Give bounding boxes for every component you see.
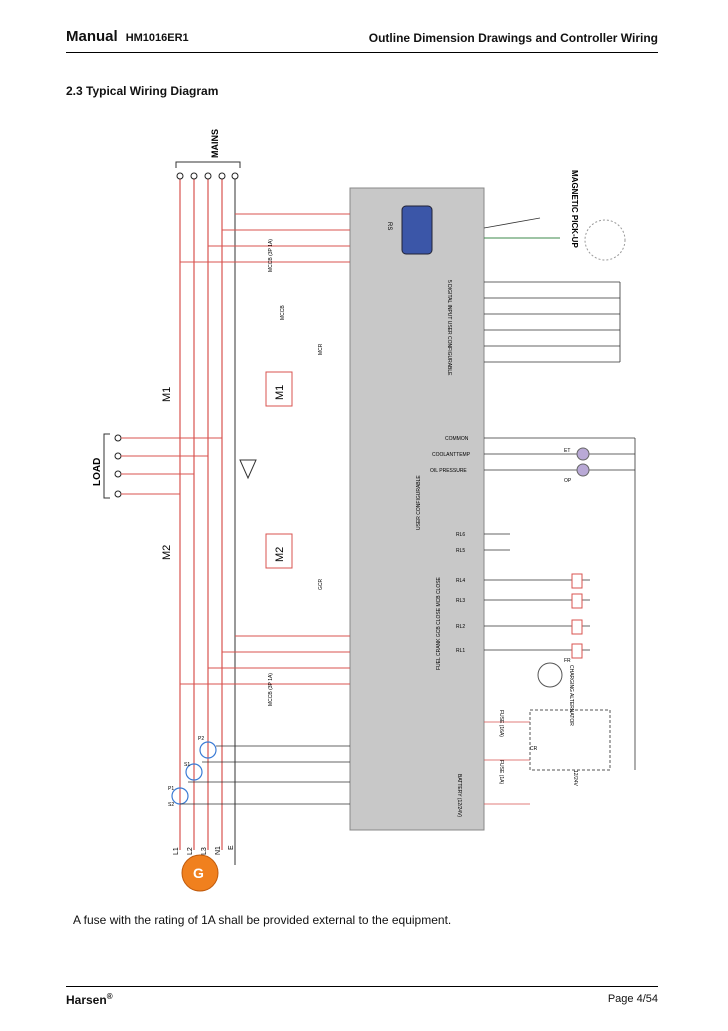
header-section: Outline Dimension Drawings and Controlle… <box>368 31 658 45</box>
mains-sense-wires <box>180 213 350 263</box>
ct-s1: S1 <box>184 762 190 768</box>
rl3-label: RL3 <box>456 598 465 604</box>
charging-alt-label: CHARGING ALTERNATOR <box>568 665 574 726</box>
charging-alternator <box>537 662 563 688</box>
voltage-label: 12/24V <box>572 770 578 787</box>
coolant-label: COOLANTTEMP <box>432 452 471 458</box>
mains-label: MAINS <box>210 129 220 158</box>
generator-symbol <box>181 854 219 892</box>
label-l1: L1 <box>173 847 180 855</box>
m1-label: M1 <box>274 385 286 400</box>
m1-coil <box>265 371 293 407</box>
header-model: HM1016ER1 <box>125 32 189 44</box>
m2-main-label: M2 <box>161 545 173 560</box>
rl1-label: RL1 <box>456 648 465 654</box>
header-title: Manual HM1016ER1 <box>66 28 189 46</box>
wiring-diagram: RS MAINS MCCB (3P 1A) M1 M1 MCCB MCR LOA… <box>92 129 636 892</box>
battery-label: BATTERY (12/24V) <box>456 774 462 817</box>
rl4-label: RL4 <box>456 578 465 584</box>
mccb-bottom-label: MCCB (3P 1A) <box>268 673 274 706</box>
label-l2: L2 <box>187 847 194 855</box>
ct-p2: P2 <box>198 736 204 742</box>
label-e: E <box>228 845 235 850</box>
mains-terminals <box>176 172 239 180</box>
et-label: ET <box>564 448 570 454</box>
ct-p1: P1 <box>168 786 174 792</box>
m2-coil <box>265 533 293 569</box>
rs-label: RS <box>386 222 392 230</box>
mccb-mid-label: MCCB <box>280 305 286 320</box>
battery-wires <box>484 721 530 805</box>
op-label: OP <box>564 478 572 484</box>
oil-label: OIL PRESSURE <box>430 468 467 474</box>
digital-input-wires <box>484 281 621 363</box>
fr-label: FR <box>564 658 571 664</box>
relay-coils <box>571 573 583 659</box>
generator-label: G <box>193 865 204 881</box>
op-sensor <box>576 463 590 477</box>
rl6-label: RL6 <box>456 532 465 538</box>
interlock-triangle <box>239 459 257 480</box>
engine-dashed-box <box>529 709 611 771</box>
rl5-label: RL5 <box>456 548 465 554</box>
m1-main-label: M1 <box>161 387 173 402</box>
m2-label: M2 <box>274 547 286 562</box>
header-manual: Manual <box>66 28 118 45</box>
gcr-label: GCR <box>318 579 324 591</box>
digital-input-label: 5 DIGITAL INPUT USER CONFIGURABLE <box>446 280 452 376</box>
mcr-label: MCR <box>318 343 324 355</box>
mccb-top-label: MCCB (3P 1A) <box>268 239 274 272</box>
page-number: Page 4/54 <box>607 993 658 1005</box>
brand-name: Harsen <box>66 993 107 1007</box>
controller-box <box>349 187 485 831</box>
page-footer: Harsen® Page 4/54 <box>66 986 658 1007</box>
cr-label: CR <box>530 746 538 752</box>
fuse-1a-label: FUSE (1A) <box>498 760 504 785</box>
label-n1: N1 <box>215 846 222 855</box>
phase-wires <box>179 176 223 850</box>
load-terminals <box>114 434 122 498</box>
rl2-label: RL2 <box>456 624 465 630</box>
load-label: LOAD <box>92 458 103 486</box>
relay-names-label: FUEL CRANK GCB CLOSE MCB CLOSE <box>436 576 442 670</box>
ct-s2: S2 <box>168 802 174 808</box>
page-header: Manual HM1016ER1 Outline Dimension Drawin… <box>66 28 658 53</box>
brand-reg: ® <box>106 992 113 1001</box>
common-label: COMMON <box>445 436 469 442</box>
footer-brand: Harsen® <box>66 992 113 1007</box>
fuse-16a-label: FUSE (16A) <box>498 710 504 737</box>
magnetic-pickup-label: MAGNETIC PICK-UP <box>570 170 579 248</box>
label-l3: L3 <box>201 847 208 855</box>
user-configurable-label: USER CONFIGURABLE <box>416 475 422 530</box>
fuse-note: A fuse with the rating of 1A shall be pr… <box>73 913 452 927</box>
sensor-wires <box>484 437 636 770</box>
pickup-gear <box>584 219 626 261</box>
current-transformers <box>171 741 217 805</box>
gen-sense-wires <box>180 635 350 685</box>
rs-port <box>401 205 433 255</box>
section-title: 2.3 Typical Wiring Diagram <box>66 84 219 98</box>
et-sensor <box>576 447 590 461</box>
